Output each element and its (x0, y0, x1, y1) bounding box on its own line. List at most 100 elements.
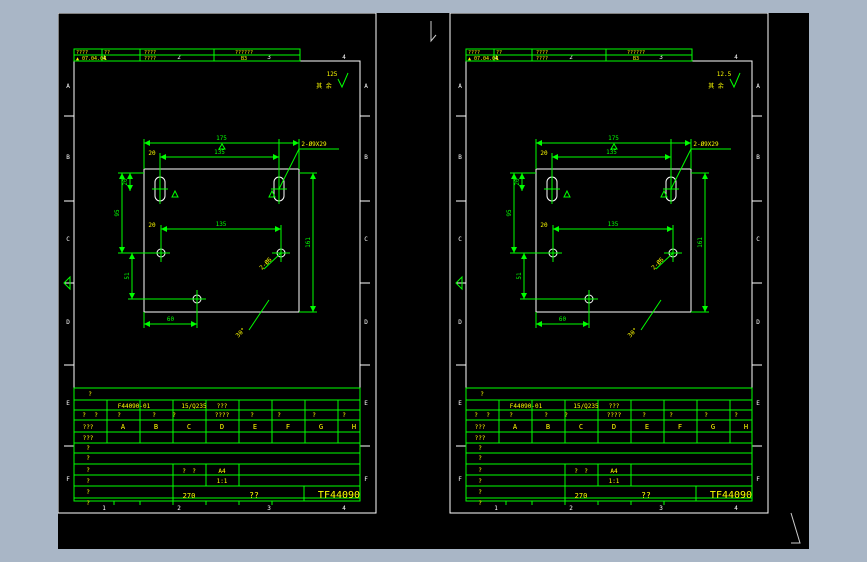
tb-grid-letter: E (253, 423, 257, 431)
leader-line (263, 252, 282, 270)
zone-label-bottom: 3 (267, 505, 271, 512)
tb-row-mark: ? (172, 412, 176, 419)
tb-row-mark: ? (152, 412, 156, 419)
tb-paper-size: A4 (218, 468, 226, 475)
dim-inner-top-label: 135 (214, 149, 225, 156)
header-cell: ?????? (627, 50, 645, 56)
roughness-mark (563, 189, 571, 198)
corner-mark-top (430, 21, 437, 43)
header-cell: ???? (536, 56, 548, 62)
tb-row-mark: ? (342, 412, 346, 419)
dim-vert-right-label: 161 (697, 237, 704, 248)
zone-label-left: C (458, 236, 462, 243)
zone-label-right: A (364, 83, 368, 90)
leader-line (248, 299, 270, 331)
zone-label-right: E (756, 400, 760, 407)
tb-left-label: ??? (83, 435, 94, 442)
dimension-arrowhead (310, 306, 316, 312)
sheet-outer-border (449, 13, 769, 514)
dim-top-width-label: 175 (608, 135, 619, 142)
dimension-arrowhead (702, 173, 708, 179)
zone-label-left: A (66, 83, 70, 90)
roughness-symbol (729, 72, 741, 89)
tb-row-mark: ???? (607, 412, 622, 419)
dimension-arrowhead (536, 321, 542, 327)
roughness-note: 其 余 (708, 82, 724, 90)
tb-left-label: ? (478, 445, 482, 452)
header-cell: B3 (633, 56, 639, 62)
dim-mid-width-label: 135 (216, 221, 227, 228)
tb-row-mark: ? (250, 412, 254, 419)
dimension-arrowhead (511, 173, 517, 179)
tb-grid-letter: A (121, 423, 126, 431)
roughness-symbol (337, 72, 349, 89)
angle-callout: 30° (235, 327, 248, 340)
dim-bottom-width-label: 60 (559, 316, 567, 323)
dimension-arrowhead (536, 140, 542, 146)
dimension-arrowhead (160, 154, 166, 160)
title-block (465, 387, 753, 502)
zone-label-right: B (756, 154, 760, 161)
dimension-arrowhead (552, 154, 558, 160)
centering-mark (63, 275, 71, 291)
zone-label-left: B (66, 154, 70, 161)
tb-left-label: ??? (83, 424, 94, 431)
dim-vert-slot-label: 20 (122, 178, 129, 186)
tb-drawing-no: TF44090 (710, 490, 752, 501)
dimension-arrowhead (273, 154, 279, 160)
dimension-arrowhead (127, 185, 133, 191)
roughness-mark (218, 143, 226, 150)
dimension-arrowhead (144, 140, 150, 146)
sheet-outer-border (58, 13, 377, 514)
tb-row-mark: ? (277, 412, 281, 419)
zone-label-right: E (364, 400, 368, 407)
dimension-arrowhead (519, 173, 525, 179)
centering-mark (455, 275, 463, 291)
zone-label-bottom: 2 (177, 505, 181, 512)
zone-label-right: D (756, 319, 760, 326)
tb-row-mark: ? (94, 412, 98, 419)
leader-line (670, 148, 692, 190)
dimension-arrowhead (665, 154, 671, 160)
header-cell: ▲ 07.04.06 (76, 56, 106, 62)
zone-label-top: 3 (267, 54, 271, 61)
zone-label-top: 2 (569, 54, 573, 61)
roughness-mark (610, 143, 618, 150)
dim-vert-slot-label: 20 (514, 178, 521, 186)
dimension-arrowhead (144, 321, 150, 327)
tb-drawing-no: TF44090 (318, 490, 360, 501)
tb-left-label: ? (86, 455, 90, 462)
roughness-value: 12.5 (717, 71, 732, 78)
dimension-arrowhead (129, 253, 135, 259)
dimension-arrowhead (519, 185, 525, 191)
zone-label-top: 1 (494, 54, 498, 61)
part-outline (143, 168, 300, 313)
tb-row-mark: ? (564, 412, 568, 419)
zone-label-bottom: 4 (342, 505, 346, 512)
dimension-arrowhead (521, 293, 527, 299)
dimension-arrowhead (583, 321, 589, 327)
header-cell: ?????? (235, 50, 253, 56)
tb-grid-letter: H (744, 423, 748, 431)
zone-label-left: D (66, 319, 70, 326)
zone-label-top: 4 (734, 54, 738, 61)
dimension-arrowhead (310, 173, 316, 179)
zone-label-right: F (756, 476, 760, 483)
dim-mid-width-label: 135 (608, 221, 619, 228)
tb-left-label: ? (478, 467, 482, 474)
header-cell: ???? (468, 50, 480, 56)
tb-top-label: ? (480, 391, 484, 398)
hole-callout: 2-Ø6 (650, 256, 665, 271)
roughness-mark (171, 189, 179, 198)
zone-label-left: E (458, 400, 462, 407)
header-cell: 1 (496, 56, 499, 62)
header-cell: ???? (144, 56, 156, 62)
tb-scale: 1:1 (217, 478, 228, 485)
tb-grid-letter: B (546, 423, 550, 431)
zone-label-right: A (756, 83, 760, 90)
tb-row-mark: ? (704, 412, 708, 419)
zone-label-right: B (364, 154, 368, 161)
tb-grid-letter: G (319, 423, 323, 431)
